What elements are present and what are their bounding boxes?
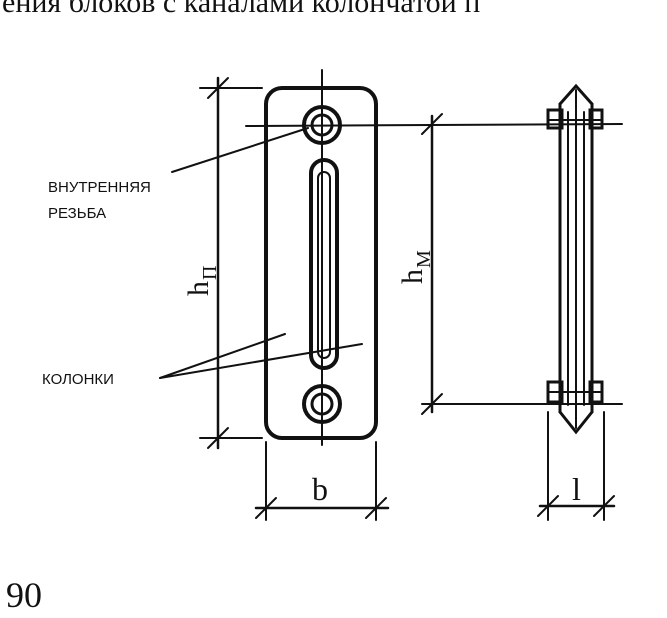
thread-leader <box>171 127 309 173</box>
dimension-b <box>254 441 390 521</box>
svg-text:h: h <box>182 281 215 296</box>
label-internal-thread-line1: ВНУТРЕННЯЯ <box>48 179 151 196</box>
bottom-threaded-hole <box>302 384 342 424</box>
header-text: ения блоков с каналами колончатой п <box>2 0 481 19</box>
columns-leader-1 <box>159 333 286 379</box>
page-number: 90 <box>6 575 42 615</box>
dimension-h-p <box>199 76 263 450</box>
label-l: l <box>572 471 581 507</box>
dimension-h-m <box>421 113 443 415</box>
label-h-m: h М <box>396 250 435 284</box>
label-h-p: h П <box>182 266 221 296</box>
label-internal-thread-line2: РЕЗЬБА <box>48 205 106 222</box>
column-slot <box>309 158 339 370</box>
svg-text:М: М <box>413 250 435 268</box>
dimension-l <box>537 411 616 521</box>
label-columns: КОЛОНКИ <box>42 371 114 388</box>
svg-text:h: h <box>396 269 429 284</box>
svg-text:П: П <box>199 266 221 280</box>
side-view <box>546 83 604 435</box>
columns-leader-2 <box>159 343 363 379</box>
label-b: b <box>312 471 328 507</box>
